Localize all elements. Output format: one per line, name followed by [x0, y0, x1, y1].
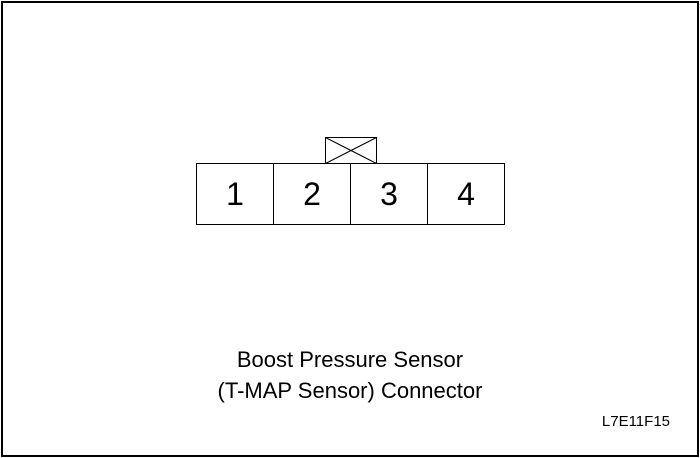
pin-1: 1	[197, 164, 274, 224]
figure-id: L7E11F15	[601, 413, 670, 430]
connector-body: 1 2 3 4	[196, 163, 505, 225]
diagram-caption: Boost Pressure Sensor (T-MAP Sensor) Con…	[150, 344, 550, 406]
pin-4: 4	[457, 175, 475, 212]
caption-line-1: Boost Pressure Sensor	[236, 347, 464, 372]
connector-latch-icon	[325, 137, 377, 164]
pin-2: 2	[274, 164, 351, 224]
pin-3: 3	[351, 164, 428, 224]
caption-line-2: (T-MAP Sensor) Connector	[217, 378, 483, 403]
